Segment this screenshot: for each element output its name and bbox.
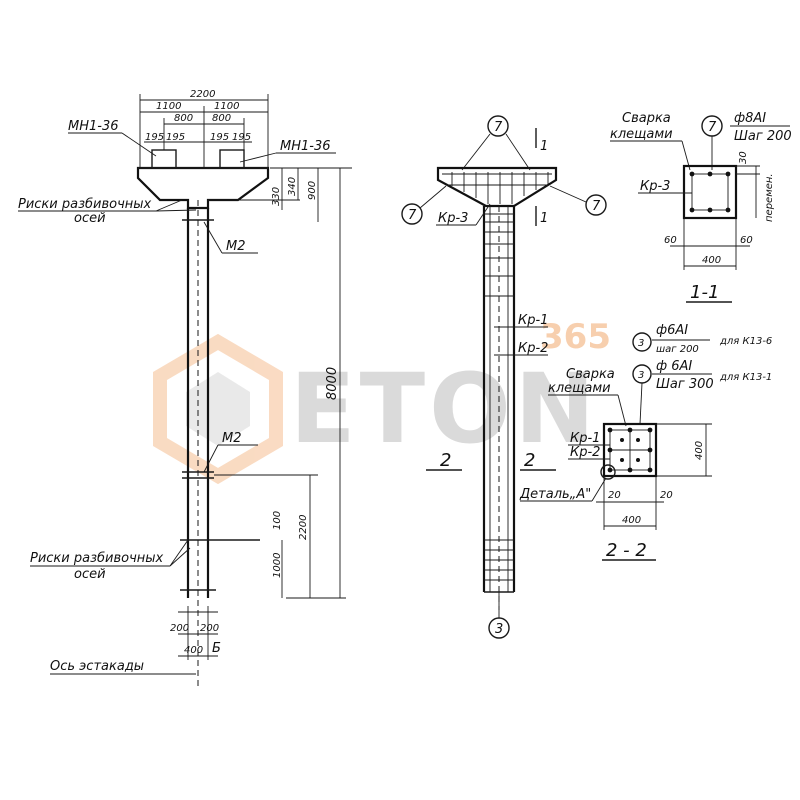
dim-400-22: 400: [622, 515, 641, 526]
callout-3-bottom: [488, 617, 510, 639]
svarka-2-line1: Сварка: [566, 367, 615, 382]
callout-7-right: [585, 194, 607, 216]
mark-mn-left: МН1-36: [68, 119, 119, 134]
dim-30: 30: [738, 151, 749, 164]
dim-400: 400: [184, 645, 203, 656]
risk-label-2-line2: осей: [74, 567, 106, 582]
mark-m2-top: М2: [226, 239, 246, 254]
shag-top: Шаг 200: [734, 129, 792, 144]
capital-outline: [136, 166, 270, 210]
dim-1000: 1000: [272, 553, 283, 578]
section-2-2-title: 2 - 2: [606, 540, 647, 561]
embedded-plate-right: [219, 149, 245, 169]
middle-elevation: 7 7 7 1 1 Кр-3 Кр-1 Кр-2 2 2 3: [401, 115, 607, 639]
dlya-b: для К13-1: [719, 372, 772, 383]
detail-a-marker: [600, 464, 616, 480]
dim-400-vertical: 400: [694, 441, 705, 460]
svg-text:7: 7: [408, 208, 417, 223]
dlya-a: для К13-6: [719, 336, 772, 347]
dim-340: 340: [287, 177, 298, 196]
mark-mn-right: МН1-36: [280, 139, 331, 154]
dim-2200: 2200: [298, 515, 309, 540]
right-sections: Сварка клещами 7 ф8АI Шаг 200 30 перемен…: [519, 111, 792, 561]
axis-label: Ось эстакады: [50, 659, 144, 674]
svg-text:3: 3: [638, 338, 644, 349]
dim-60-right: 60: [740, 235, 753, 246]
dim-900: 900: [307, 181, 318, 200]
risk-label-2-line1: Риски разбивочных: [30, 551, 164, 566]
dim-8000: 8000: [325, 367, 340, 400]
shag-b: Шаг 300: [656, 377, 714, 392]
dim-100: 100: [272, 511, 283, 530]
svg-text:7: 7: [708, 120, 717, 135]
mid-stirrups: [484, 213, 514, 581]
peremen-label: перемен.: [764, 173, 775, 222]
shag-a: шаг 200: [656, 344, 699, 355]
dim-half-right: 1100: [214, 101, 239, 112]
dim-400-11: 400: [702, 255, 721, 266]
section-mark-2-right: 2: [524, 450, 535, 471]
mark-b: Б: [212, 641, 221, 656]
risk-label-1-line2: осей: [74, 211, 106, 226]
section-mark-1-top: 1: [540, 139, 548, 154]
watermark-logo-icon: [153, 333, 283, 485]
svg-text:3: 3: [495, 622, 503, 637]
risk-label-1-line1: Риски разбивочных: [18, 197, 152, 212]
dim-200-left: 200: [170, 623, 189, 634]
svg-text:7: 7: [592, 199, 601, 214]
embedded-plate-left: [151, 149, 177, 169]
dim-20-left: 20: [608, 490, 621, 501]
watermark-number: 365: [540, 317, 611, 357]
section-mark-1-bottom: 1: [540, 211, 548, 226]
mark-m2-mid: М2: [222, 431, 242, 446]
left-elevation: 2200 1100 1100 800 800 195 195 195 195 М…: [18, 89, 352, 690]
detail-a-label: Деталь„А": [519, 487, 591, 502]
dim-195-a: 195: [145, 132, 164, 143]
mid-kr1: Кр-1: [518, 313, 548, 328]
watermark-text: ETON: [290, 353, 599, 465]
dim-half-left: 1100: [156, 101, 181, 112]
svg-text:3: 3: [638, 370, 644, 381]
dim-20-right: 20: [660, 490, 673, 501]
callout-3a: [632, 332, 652, 352]
section-1-1-outline: [682, 164, 738, 220]
dim-200-right: 200: [200, 623, 219, 634]
phi-b: ф 6АI: [656, 359, 692, 374]
callout-7-top: [487, 115, 509, 137]
svarka-1-line1: Сварка: [622, 111, 671, 126]
phi-a: ф6АI: [656, 323, 688, 338]
dim-195-c: 195: [210, 132, 229, 143]
svg-text:7: 7: [494, 120, 503, 135]
mid-kr2: Кр-2: [518, 341, 548, 356]
section-2-2-outline: [602, 422, 658, 478]
svarka-2-line2: клещами: [548, 381, 611, 396]
dim-195-b: 195: [166, 132, 185, 143]
kr2-section: Кр-2: [570, 445, 600, 460]
mid-kr3: Кр-3: [438, 211, 468, 226]
svarka-1-line2: клещами: [610, 127, 673, 142]
dim-800-left: 800: [174, 113, 193, 124]
dim-60-left: 60: [664, 235, 677, 246]
kr3-section: Кр-3: [640, 179, 670, 194]
kr1-section: Кр-1: [570, 431, 600, 446]
dim-195-d: 195: [232, 132, 251, 143]
callout-7-left: [401, 203, 423, 225]
section-mark-2-left: 2: [440, 450, 451, 471]
dim-800-right: 800: [212, 113, 231, 124]
dim-top-total: 2200: [190, 89, 215, 100]
phi-top: ф8АI: [734, 111, 766, 126]
dim-330: 330: [271, 187, 282, 206]
watermark: ETON 365: [153, 317, 611, 485]
section-1-1-title: 1-1: [690, 282, 719, 303]
